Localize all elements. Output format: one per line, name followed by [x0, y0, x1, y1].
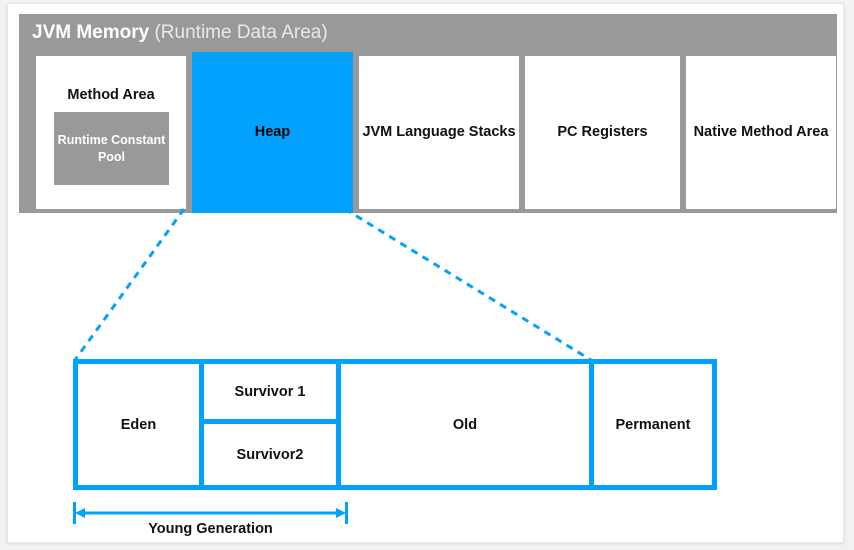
runtime-constant-pool-box[interactable]: Runtime Constant Pool	[54, 112, 169, 185]
young-generation-arrow-icon	[73, 502, 348, 524]
heap-region-permanent[interactable]: Permanent	[594, 364, 712, 485]
area-box-native-method-area[interactable]: Native Method Area	[686, 56, 836, 209]
heap-region-survivor-2[interactable]: Survivor2	[204, 424, 341, 485]
jvm-memory-title: JVM Memory (Runtime Data Area)	[32, 20, 328, 46]
jvm-memory-title-light: (Runtime Data Area)	[149, 22, 328, 43]
heap-region-eden[interactable]: Eden	[78, 364, 204, 485]
connector-right-dashed-line	[344, 207, 592, 362]
area-box-method-area[interactable]: Method Area Runtime Constant Pool	[36, 56, 186, 209]
heap-detail-box: Eden Survivor 1 Survivor2 Old Permanent	[73, 359, 717, 490]
connector-left-dashed-line	[73, 208, 186, 361]
jvm-memory-title-strong: JVM Memory	[32, 22, 150, 43]
young-generation-label: Young Generation	[148, 521, 273, 537]
jvm-memory-panel: JVM Memory (Runtime Data Area) Method Ar…	[19, 14, 837, 213]
method-area-label: Method Area	[67, 87, 155, 103]
diagram-card: JVM Memory (Runtime Data Area) Method Ar…	[7, 3, 844, 543]
heap-region-survivor-1[interactable]: Survivor 1	[204, 364, 341, 424]
area-box-heap[interactable]: Heap	[192, 52, 353, 213]
area-box-jvm-language-stacks[interactable]: JVM Language Stacks	[359, 56, 519, 209]
young-generation-measure: Young Generation	[73, 502, 348, 542]
area-box-pc-registers[interactable]: PC Registers	[525, 56, 680, 209]
heap-region-old[interactable]: Old	[341, 364, 594, 485]
